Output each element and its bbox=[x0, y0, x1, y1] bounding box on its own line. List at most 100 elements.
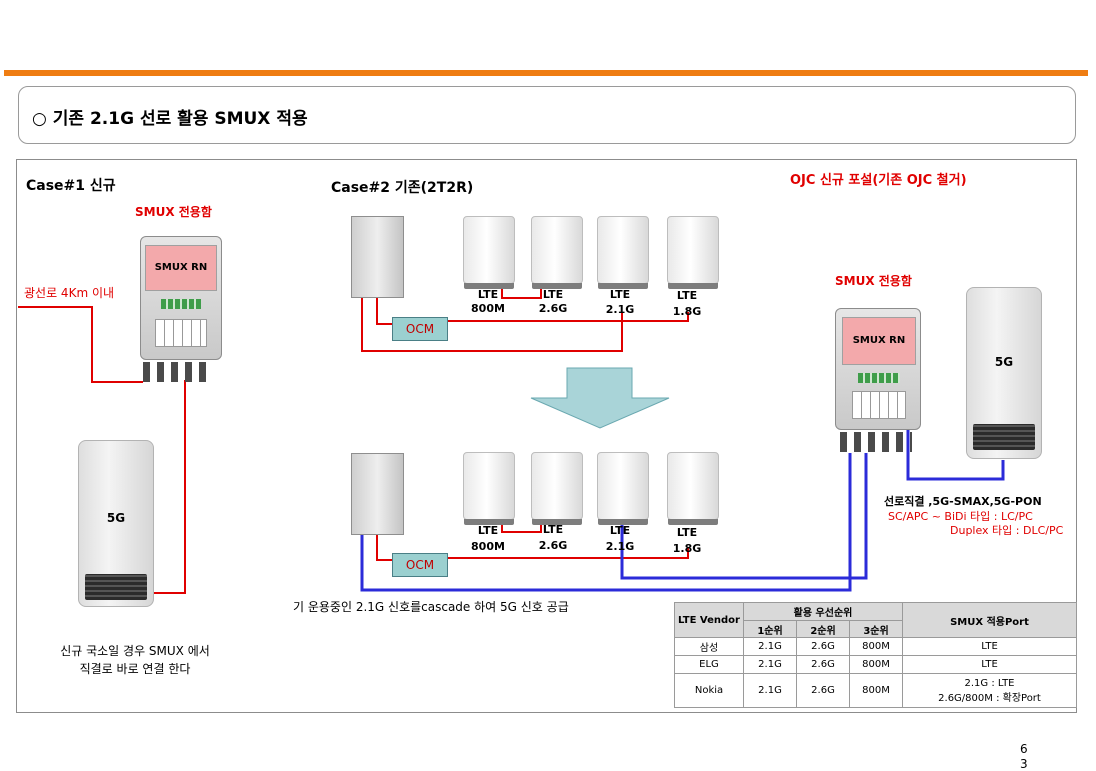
case1-smux-rn: SMUX RN bbox=[145, 245, 217, 291]
right-smux-rn: SMUX RN bbox=[842, 317, 916, 365]
diagram-frame bbox=[16, 159, 1077, 713]
case1-smux-enclosure: SMUX RN bbox=[140, 236, 222, 360]
case1-label: Case#1 신규 bbox=[26, 178, 116, 194]
conn-title: 선로직결 ,5G-SMAX,5G-PON bbox=[884, 495, 1042, 508]
transition-arrow bbox=[530, 367, 670, 429]
blue-cascade-line-1 bbox=[360, 453, 852, 592]
right-5g-label: 5G bbox=[994, 355, 1014, 369]
col-p2-header: 2순위 bbox=[796, 620, 850, 638]
col-p1-header: 1순위 bbox=[743, 620, 797, 638]
case1-terminal-grid bbox=[155, 319, 207, 347]
cell-p2: 2.6G bbox=[796, 673, 850, 708]
top-rru-800m bbox=[463, 216, 515, 289]
top-lte-800m-top: LTE bbox=[477, 288, 499, 301]
top-lte-1-8g-top: LTE bbox=[676, 289, 698, 302]
case2-label: Case#2 기존(2T2R) bbox=[331, 180, 474, 196]
cell-port-line1: 2.1G : LTE bbox=[964, 677, 1015, 689]
case1-5g-label: 5G bbox=[106, 511, 126, 525]
cell-vendor: Nokia bbox=[674, 673, 744, 708]
right-connector-strip bbox=[858, 373, 900, 383]
bottom-lte-1-8g-top: LTE bbox=[676, 526, 698, 539]
top-band-2-6g: 2.6G bbox=[538, 302, 568, 315]
cell-p3: 800M bbox=[849, 673, 903, 708]
cell-vendor: ELG bbox=[674, 655, 744, 674]
right-smux-enclosure: SMUX RN bbox=[835, 308, 921, 430]
col-priority-header: 활용 우선순위 bbox=[743, 602, 903, 621]
page-number: 6 bbox=[1020, 742, 1028, 756]
col-vendor-header: LTE Vendor bbox=[674, 602, 744, 638]
top-lte-2-6g-top: LTE bbox=[542, 288, 564, 301]
conn-line2: Duplex 타입 : DLC/PC bbox=[950, 524, 1064, 537]
right-terminal-grid bbox=[852, 391, 906, 419]
conn-line1: SC/APC ~ BiDi 타입 : LC/PC bbox=[888, 510, 1033, 523]
col-port-header: SMUX 적용Port bbox=[902, 602, 1077, 638]
cell-p1: 2.1G bbox=[743, 637, 797, 656]
case1-note-line2: 직결로 바로 연결 한다 bbox=[79, 662, 191, 676]
case1-fiber-line bbox=[18, 306, 143, 383]
bottom-band-2-6g: 2.6G bbox=[538, 539, 568, 552]
case1-cable-glands bbox=[143, 362, 213, 382]
bottom-du-to-ocm-line bbox=[376, 532, 392, 561]
case1-5g-grill bbox=[84, 574, 148, 600]
top-lte-2-1g-top: LTE bbox=[609, 288, 631, 301]
top-rru-link-line bbox=[501, 284, 542, 299]
top-band-2-1g: 2.1G bbox=[605, 303, 635, 316]
title-box bbox=[18, 86, 1076, 144]
cell-port: LTE bbox=[902, 655, 1077, 674]
page-title: ○ 기존 2.1G 선로 활용 SMUX 적용 bbox=[32, 109, 308, 129]
bottom-rru-1-8g bbox=[667, 452, 719, 525]
top-band-800m: 800M bbox=[471, 302, 505, 315]
table-row: 삼성 2.1G 2.6G 800M LTE bbox=[674, 637, 1077, 656]
priority-table: LTE Vendor 활용 우선순위 SMUX 적용Port 1순위 2순위 3… bbox=[674, 602, 1077, 708]
cell-p3: 800M bbox=[849, 655, 903, 674]
bottom-lte-2-1g-top: LTE bbox=[609, 524, 631, 537]
top-rru-2-6g bbox=[531, 216, 583, 289]
bottom-rru-800m bbox=[463, 452, 515, 525]
col-p3-header: 3순위 bbox=[849, 620, 903, 638]
right-5g-unit: 5G bbox=[966, 287, 1042, 459]
cell-p1: 2.1G bbox=[743, 655, 797, 674]
cascade-note: 기 운용중인 2.1G 신호를cascade 하여 5G 신호 공급 bbox=[293, 600, 569, 614]
bottom-ocm: OCM bbox=[392, 553, 448, 577]
cell-p2: 2.6G bbox=[796, 655, 850, 674]
bottom-du-unit bbox=[351, 453, 404, 535]
cell-p3: 800M bbox=[849, 637, 903, 656]
bottom-rru-2-1g bbox=[597, 452, 649, 525]
top-du-to-ocm-line bbox=[376, 295, 392, 325]
bottom-rru-link-line bbox=[501, 519, 542, 533]
bottom-band-800m: 800M bbox=[471, 540, 505, 553]
top-rru-2-1g bbox=[597, 216, 649, 289]
bottom-lte-2-6g-top: LTE bbox=[542, 523, 564, 536]
blue-cascade-line-2 bbox=[620, 453, 868, 580]
right-smux-label: SMUX 전용함 bbox=[835, 274, 912, 288]
cell-vendor: 삼성 bbox=[674, 637, 744, 656]
top-du-unit bbox=[351, 216, 404, 298]
case1-smux-label: SMUX 전용함 bbox=[135, 205, 212, 219]
right-5g-grill bbox=[972, 424, 1036, 450]
ojc-label: OJC 신규 포설(기존 OJC 철거) bbox=[790, 173, 967, 188]
cell-port-line2: 2.6G/800M : 확장Port bbox=[938, 692, 1041, 704]
page-number-second: 3 bbox=[1020, 757, 1028, 771]
top-ocm: OCM bbox=[392, 317, 448, 341]
cell-port: LTE bbox=[902, 637, 1077, 656]
top-du-loop-line bbox=[361, 295, 623, 352]
bottom-rru-2-6g bbox=[531, 452, 583, 525]
top-rru-1-8g bbox=[667, 216, 719, 289]
right-cable-glands bbox=[840, 432, 912, 452]
blue-5g-line bbox=[906, 430, 1005, 481]
bottom-lte-800m-top: LTE bbox=[477, 524, 499, 537]
cell-p1: 2.1G bbox=[743, 673, 797, 708]
case1-5g-unit: 5G bbox=[78, 440, 154, 607]
cell-p2: 2.6G bbox=[796, 637, 850, 656]
bottom-band-1-8g: 1.8G bbox=[672, 542, 702, 555]
case1-fiber-label: 광선로 4Km 이내 bbox=[24, 286, 115, 300]
table-row: Nokia 2.1G 2.6G 800M 2.1G : LTE 2.6G/800… bbox=[674, 673, 1077, 708]
table-row: ELG 2.1G 2.6G 800M LTE bbox=[674, 655, 1077, 674]
case1-to-5g-line bbox=[151, 380, 186, 594]
case1-note-line1: 신규 국소일 경우 SMUX 에서 bbox=[60, 644, 210, 658]
case1-connector-strip bbox=[161, 299, 201, 309]
cell-port: 2.1G : LTE 2.6G/800M : 확장Port bbox=[902, 673, 1077, 708]
bottom-band-2-1g: 2.1G bbox=[605, 540, 635, 553]
top-band-1-8g: 1.8G bbox=[672, 305, 702, 318]
